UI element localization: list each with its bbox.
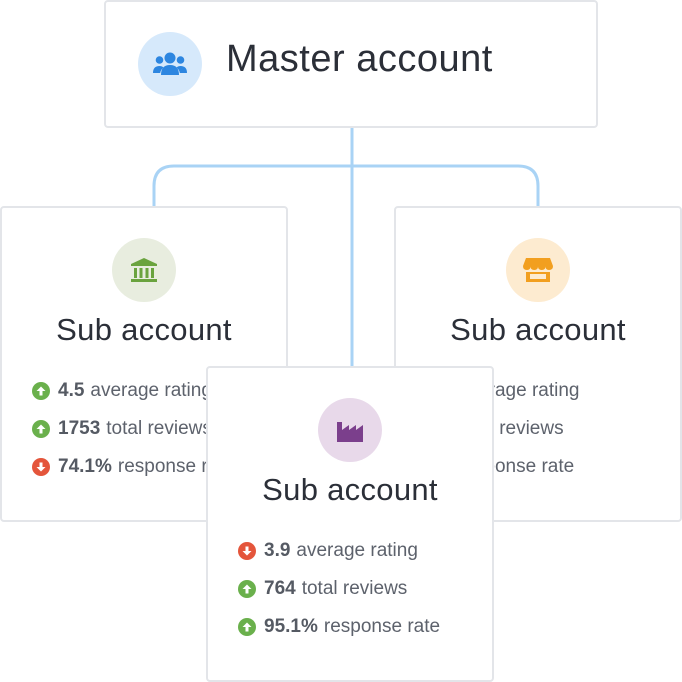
arrow-up-icon [238,618,256,636]
arrow-up-icon [238,580,256,598]
stat-average-rating: 4.5 average rating [32,372,234,410]
stats-list: 4.5 average rating 1753 total reviews 74… [32,372,234,486]
sub-account-title: Sub account [450,312,626,347]
users-icon [138,32,202,96]
sub-account-card-right[interactable]: Sub account average rating total reviews… [394,206,682,522]
connector-branch [152,164,540,206]
arrow-down-icon [32,458,50,476]
stat-response-rate: 74.1% response rate [32,448,234,486]
sub-account-title: Sub account [56,312,232,347]
sub-account-title: Sub account [262,472,438,507]
stat-total-reviews: 764 total reviews [238,570,440,608]
arrow-up-icon [32,382,50,400]
stat-total-reviews: 1753 total reviews [32,410,234,448]
sub-account-card-left[interactable]: Sub account 4.5 average rating 1753 tota… [0,206,288,522]
arrow-down-icon [238,542,256,560]
stat-average-rating: 3.9 average rating [238,532,440,570]
stat-response-rate: 95.1% response rate [238,608,440,646]
master-account-title: Master account [226,38,493,80]
factory-icon [318,398,382,462]
stats-list: 3.9 average rating 764 total reviews 95.… [238,532,440,646]
arrow-up-icon [32,420,50,438]
store-icon [506,238,570,302]
bank-icon [112,238,176,302]
sub-account-card-middle[interactable]: Sub account 3.9 average rating 764 total… [206,366,494,682]
master-account-card[interactable]: Master account [104,0,598,128]
